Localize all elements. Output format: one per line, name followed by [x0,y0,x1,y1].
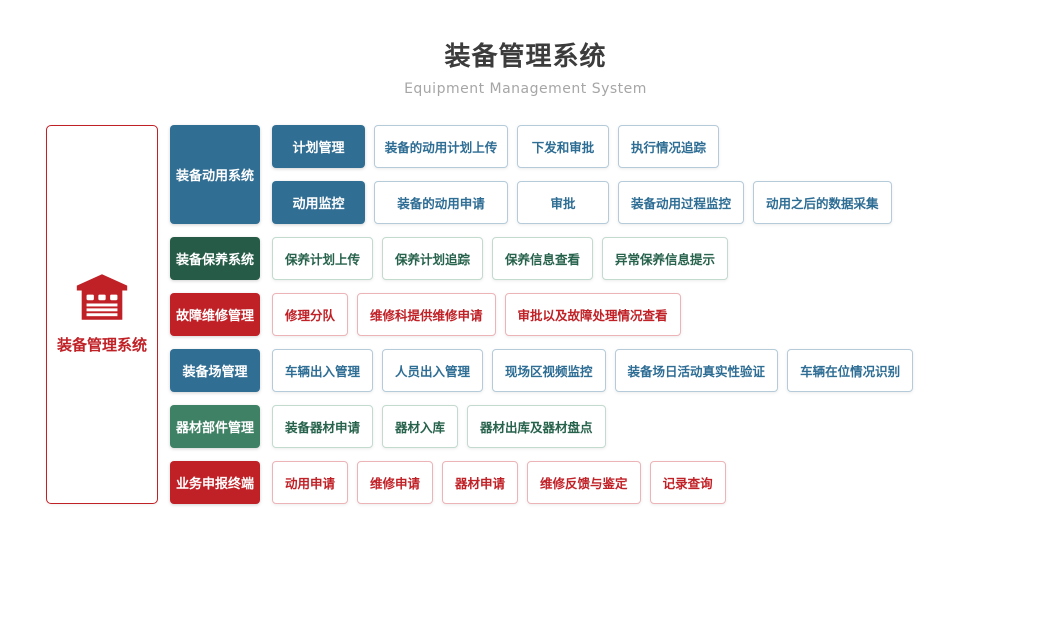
diagram-item: 器材入库 [382,405,459,449]
row-mobilization-monitoring: 动用监控 装备的动用申请 审批 装备动用过程监控 动用之后的数据采集 [272,181,892,225]
diagram-item: 审批 [517,181,609,225]
diagram-item: 维修科提供维修申请 [357,293,496,337]
subcategory-box: 动用监控 [272,181,365,225]
group-mobilization-system: 装备动用系统 计划管理 装备的动用计划上传 下发和审批 执行情况追踪 动用监控 … [170,125,913,225]
row-fault-repair: 修理分队 维修科提供维修申请 审批以及故障处理情况查看 [272,293,681,337]
diagram-item: 记录查询 [649,461,726,505]
diagram-item: 器材申请 [442,461,519,505]
diagram-item: 器材出库及器材盘点 [467,405,606,449]
category-box: 器材部件管理 [170,405,260,449]
diagram-item: 保养计划追踪 [382,237,484,281]
subcategory-box: 计划管理 [272,125,365,169]
diagram-item: 装备动用过程监控 [618,181,745,225]
diagram-item: 人员出入管理 [382,349,484,393]
diagram-item: 车辆出入管理 [272,349,374,393]
group-materials-parts: 器材部件管理 装备器材申请 器材入库 器材出库及器材盘点 [170,405,913,449]
diagram-item: 下发和审批 [517,125,609,169]
diagram-item: 异常保养信息提示 [602,237,729,281]
page-title: 装备管理系统 [444,42,607,72]
row-maintenance: 保养计划上传 保养计划追踪 保养信息查看 异常保养信息提示 [272,237,729,281]
diagram-item: 执行情况追踪 [618,125,720,169]
diagram-item: 装备的动用计划上传 [374,125,508,169]
diagram-item: 维修反馈与鉴定 [527,461,641,505]
diagram-item: 维修申请 [357,461,434,505]
root-system-label: 装备管理系统 [56,336,147,355]
diagram-item: 车辆在位情况识别 [787,349,914,393]
diagram-item: 动用之后的数据采集 [753,181,892,225]
diagram-item: 修理分队 [272,293,349,337]
page-header: 装备管理系统 Equipment Management System [0,0,1051,97]
group-fault-repair: 故障维修管理 修理分队 维修科提供维修申请 审批以及故障处理情况查看 [170,293,913,337]
diagram-item: 保养信息查看 [492,237,594,281]
page-subtitle: Equipment Management System [404,81,647,98]
diagram-item: 现场区视频监控 [492,349,606,393]
diagram-item: 保养计划上传 [272,237,374,281]
category-box: 故障维修管理 [170,293,260,337]
diagram-item: 装备的动用申请 [374,181,508,225]
group-maintenance-system: 装备保养系统 保养计划上传 保养计划追踪 保养信息查看 异常保养信息提示 [170,237,913,281]
warehouse-icon [76,274,128,324]
category-box: 装备动用系统 [170,125,260,225]
row-materials: 装备器材申请 器材入库 器材出库及器材盘点 [272,405,606,449]
diagram-tree: 装备动用系统 计划管理 装备的动用计划上传 下发和审批 执行情况追踪 动用监控 … [170,125,914,505]
category-box: 装备场管理 [170,349,260,393]
mobilization-subcolumn: 计划管理 装备的动用计划上传 下发和审批 执行情况追踪 动用监控 装备的动用申请… [272,125,892,225]
diagram-item: 审批以及故障处理情况查看 [504,293,681,337]
category-box: 装备保养系统 [170,237,260,281]
root-system-box: 装备管理系统 [46,125,158,505]
group-equipment-yard: 装备场管理 车辆出入管理 人员出入管理 现场区视频监控 装备场日活动真实性验证 … [170,349,914,393]
diagram-item: 装备器材申请 [272,405,374,449]
row-equipment-yard: 车辆出入管理 人员出入管理 现场区视频监控 装备场日活动真实性验证 车辆在位情况… [272,349,914,393]
diagram-item: 装备场日活动真实性验证 [614,349,779,393]
group-service-terminal: 业务申报终端 动用申请 维修申请 器材申请 维修反馈与鉴定 记录查询 [170,461,913,505]
category-box: 业务申报终端 [170,461,260,505]
diagram-item: 动用申请 [272,461,349,505]
row-service-terminal: 动用申请 维修申请 器材申请 维修反馈与鉴定 记录查询 [272,461,726,505]
system-diagram: 装备管理系统 装备动用系统 计划管理 装备的动用计划上传 下发和审批 执行情况追… [46,125,1051,505]
row-plan-management: 计划管理 装备的动用计划上传 下发和审批 执行情况追踪 [272,125,892,169]
